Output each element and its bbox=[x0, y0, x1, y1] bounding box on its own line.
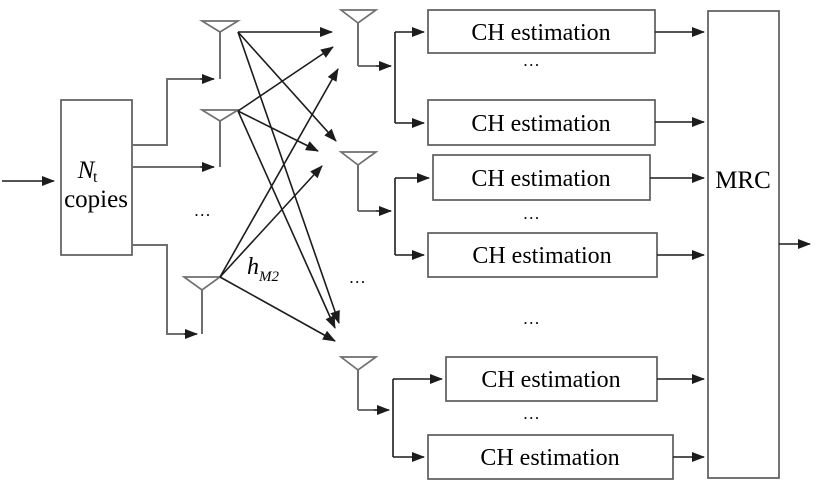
ch-estimation-label: CH estimation bbox=[471, 20, 610, 46]
channel-tx3-rx1 bbox=[219, 68, 339, 278]
tx-ellipsis: ... bbox=[194, 201, 211, 220]
boxes-5-6-ellipsis: ... bbox=[523, 404, 540, 423]
ch-estimation-label: CH estimation bbox=[472, 243, 611, 269]
channel-tx1-rx2 bbox=[237, 31, 337, 142]
nt-label-line2: copies bbox=[64, 186, 128, 213]
rx-ellipsis: ... bbox=[349, 268, 366, 287]
boxes-3-4-ellipsis: ... bbox=[523, 204, 540, 223]
ch-estimation-block-6: CH estimation bbox=[427, 434, 674, 480]
ch-estimation-block-3: CH estimation bbox=[432, 154, 651, 201]
mrc-block bbox=[707, 10, 780, 479]
ch-estimation-label: CH estimation bbox=[480, 445, 619, 471]
box-to-mrc-arrows bbox=[650, 27, 705, 462]
ch-estimation-block-4: CH estimation bbox=[427, 232, 658, 278]
boxes-1-2-ellipsis: ... bbox=[523, 51, 540, 70]
nt-copies-block bbox=[60, 99, 133, 256]
nt-label-main: N bbox=[77, 157, 96, 184]
channel-tx1-rx3 bbox=[237, 31, 340, 324]
ch-estimation-label: CH estimation bbox=[481, 367, 620, 393]
ch-estimation-block-5: CH estimation bbox=[445, 356, 658, 402]
rx-antenna-1-icon bbox=[338, 9, 379, 67]
tx-antenna-3-icon bbox=[181, 276, 223, 334]
tx-antenna-2-icon bbox=[198, 109, 242, 167]
channel-tx3-rx2 bbox=[219, 165, 323, 278]
ch-estimation-label: CH estimation bbox=[471, 166, 610, 192]
rx-antenna-3-icon bbox=[338, 356, 379, 411]
channel-tx2-rx2 bbox=[237, 110, 319, 152]
box-groups-ellipsis: ... bbox=[523, 309, 540, 328]
rx-antenna-2-icon bbox=[338, 151, 379, 212]
feed-line-tx1 bbox=[132, 78, 200, 146]
nt-label-subscript: t bbox=[93, 169, 98, 186]
channel-coefficient-subscript: M2 bbox=[258, 269, 279, 285]
channel-tx2-rx1 bbox=[237, 46, 334, 112]
feed-line-tx3 bbox=[132, 244, 184, 335]
tx-antenna-1-icon bbox=[198, 20, 242, 79]
channel-tx3-rx3 bbox=[219, 276, 336, 342]
channel-tx2-rx3 bbox=[237, 110, 336, 329]
ch-estimation-label: CH estimation bbox=[471, 111, 610, 137]
channel-lines bbox=[219, 27, 340, 342]
channel-coefficient-label: h bbox=[247, 254, 259, 280]
ch-estimation-block-1: CH estimation bbox=[427, 9, 656, 54]
mrc-label: MRC bbox=[715, 167, 771, 194]
ch-estimation-block-2: CH estimation bbox=[427, 99, 656, 146]
